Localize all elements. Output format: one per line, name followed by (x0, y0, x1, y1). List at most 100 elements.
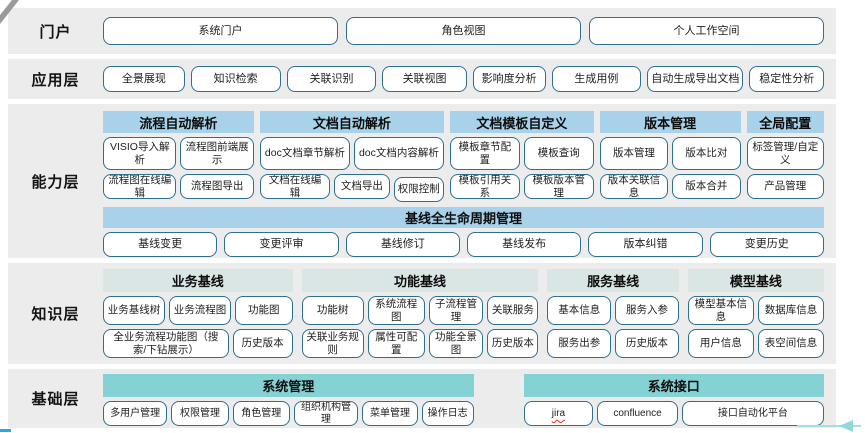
jira-label: jira (551, 407, 566, 419)
cap-node: 文档在线编辑 (259, 174, 331, 199)
cap-node: doc文档章节解析 (259, 137, 350, 170)
group-row: 文档在线编辑 文档导出 权限控制 (259, 174, 444, 202)
group-row: 版本关联信息 版本合并 (599, 174, 741, 199)
knowledge-node: 功能全景图 (428, 329, 484, 358)
base-node: 角色管理 (232, 401, 290, 426)
group-header-system-interface: 系统接口 (523, 374, 824, 397)
teal-arrow-tail (797, 425, 861, 427)
group-row: 业务基线树 业务流程图 功能图 (103, 296, 293, 325)
knowledge-node: 业务流程图 (169, 296, 232, 325)
app-node: 全景展现 (103, 66, 185, 92)
knowledge-groups: 业务基线 业务基线树 业务流程图 功能图 全业务流程功能图（搜索/下钻展示） 历… (103, 269, 825, 358)
group-version-management: 版本管理 版本管理 版本比对 版本关联信息 版本合并 (599, 111, 741, 202)
knowledge-node: 子流程管理 (428, 296, 484, 325)
layer-label-portal: 门户 (39, 23, 72, 41)
layer-band-capability: 能力层 流程自动解析 VISIO导入解析 流程图前端展示 流程图在线编辑 流程图… (8, 104, 836, 258)
cap-node: 版本合并 (672, 174, 741, 199)
knowledge-content: 业务基线 业务基线树 业务流程图 功能图 全业务流程功能图（搜索/下钻展示） 历… (103, 263, 836, 364)
cap-node: 流程图导出 (180, 174, 254, 199)
layer-band-application: 应用层 全景展现 知识检索 关联识别 关联视图 影响度分析 生成用例 自动生成导… (8, 59, 836, 99)
group-header-business-baseline: 业务基线 (103, 269, 293, 292)
baseline-lifecycle-header: 基线全生命周期管理 (103, 207, 824, 228)
app-node: 生成用例 (551, 66, 642, 92)
layer-label-capability: 能力层 (31, 173, 80, 191)
base-node: 接口自动化平台 (681, 401, 825, 426)
cap-node: 模板引用关系 (449, 174, 520, 199)
cap-node: VISIO导入解析 (103, 137, 177, 170)
baseline-node: 基线发布 (466, 232, 582, 257)
knowledge-node: 业务基线树 (103, 296, 166, 325)
application-content: 全景展现 知识检索 关联识别 关联视图 影响度分析 生成用例 自动生成导出文档 … (103, 59, 836, 99)
group-row: 模板章节配置 模板查询 (449, 137, 594, 170)
group-row: 版本管理 版本比对 (599, 137, 741, 170)
knowledge-node: 服务入参 (615, 296, 679, 325)
group-row: 全业务流程功能图（搜索/下钻展示） 历史版本 (103, 329, 293, 358)
baseline-node: 变更历史 (709, 232, 824, 257)
cap-node: 权限控制 (393, 177, 444, 202)
group-header-doc-template-custom: 文档模板自定义 (449, 111, 594, 133)
jira-node: jira (523, 401, 594, 426)
cap-node: 版本比对 (672, 137, 741, 170)
group-row: 多用户管理 权限管理 角色管理 组织机构管理 菜单管理 操作日志 (103, 401, 474, 426)
cap-node: 模板查询 (523, 137, 594, 170)
app-node: 自动生成导出文档 (647, 66, 744, 92)
cap-node: 文档导出 (334, 174, 390, 199)
group-row: 用户信息 表空间信息 (687, 329, 825, 358)
knowledge-node: 功能树 (301, 296, 364, 325)
baseline-node: 基线变更 (103, 232, 218, 257)
base-node: 多用户管理 (103, 401, 168, 426)
knowledge-node: 功能图 (235, 296, 293, 325)
group-row: 标签管理/自定义 (746, 137, 824, 170)
knowledge-node: 关联服务 (487, 296, 539, 325)
layer-band-base: 基础层 系统管理 多用户管理 权限管理 角色管理 组织机构管理 菜单管理 操作日… (8, 369, 836, 428)
group-row: 关联业务规则 属性可配置 功能全景图 历史版本 (301, 329, 539, 358)
group-header-model-baseline: 模型基线 (687, 269, 824, 292)
group-doc-auto-parse: 文档自动解析 doc文档章节解析 doc文档内容解析 文档在线编辑 文档导出 权… (259, 111, 444, 202)
group-header-system-management: 系统管理 (103, 374, 474, 397)
knowledge-node: 模型基本信息 (687, 296, 754, 325)
bottom-left-accent-line (0, 429, 11, 432)
page-corner-fold-inner (0, 0, 12, 15)
group-row: 流程图在线编辑 流程图导出 (103, 174, 254, 199)
group-model-baseline: 模型基线 模型基本信息 数据库信息 用户信息 表空间信息 (687, 269, 825, 358)
app-node: 影响度分析 (472, 66, 546, 92)
knowledge-node: 关联业务规则 (301, 329, 364, 358)
layer-band-portal: 门户 系统门户 角色视图 个人工作空间 (8, 8, 836, 54)
group-gap (474, 374, 524, 428)
app-node: 稳定性分析 (749, 66, 824, 92)
layer-label-knowledge: 知识层 (31, 306, 80, 323)
portal-node: 个人工作空间 (589, 17, 824, 45)
knowledge-node: 基本信息 (547, 296, 612, 325)
layer-label-application: 应用层 (31, 71, 80, 89)
group-global-config: 全局配置 标签管理/自定义 产品管理 (746, 111, 824, 202)
app-node: 知识检索 (190, 66, 281, 92)
cap-node: 流程图在线编辑 (103, 174, 177, 199)
baseline-node: 变更评审 (224, 232, 339, 257)
baseline-node: 基线修订 (345, 232, 460, 257)
confluence-node: confluence (597, 401, 678, 426)
group-system-management: 系统管理 多用户管理 权限管理 角色管理 组织机构管理 菜单管理 操作日志 (103, 374, 474, 428)
portal-node: 系统门户 (103, 17, 338, 45)
knowledge-node: 历史版本 (615, 329, 679, 358)
group-row: 产品管理 (746, 174, 824, 199)
cap-node: doc文档内容解析 (353, 137, 444, 170)
group-function-baseline: 功能基线 功能树 系统流程图 子流程管理 关联服务 关联业务规则 属性可配置 功… (301, 269, 539, 358)
group-row: 模板引用关系 模板版本管理 (449, 174, 594, 199)
cap-node: 流程图前端展示 (180, 137, 254, 170)
knowledge-node: 用户信息 (687, 329, 754, 358)
knowledge-node: 数据库信息 (757, 296, 825, 325)
group-header-global-config: 全局配置 (746, 111, 824, 133)
app-node: 关联视图 (382, 66, 467, 92)
knowledge-node: 系统流程图 (367, 296, 425, 325)
knowledge-node: 服务出参 (547, 329, 612, 358)
group-row: jira confluence 接口自动化平台 (523, 401, 825, 426)
knowledge-node: 全业务流程功能图（搜索/下钻展示） (103, 329, 229, 358)
layer-label-base: 基础层 (31, 391, 80, 408)
group-row: 服务出参 历史版本 (547, 329, 679, 358)
group-row: VISIO导入解析 流程图前端展示 (103, 137, 254, 170)
base-node: 权限管理 (171, 401, 229, 426)
app-node: 关联识别 (286, 66, 377, 92)
group-doc-template-custom: 文档模板自定义 模板章节配置 模板查询 模板引用关系 模板版本管理 (449, 111, 594, 202)
group-process-auto-parse: 流程自动解析 VISIO导入解析 流程图前端展示 流程图在线编辑 流程图导出 (103, 111, 254, 202)
